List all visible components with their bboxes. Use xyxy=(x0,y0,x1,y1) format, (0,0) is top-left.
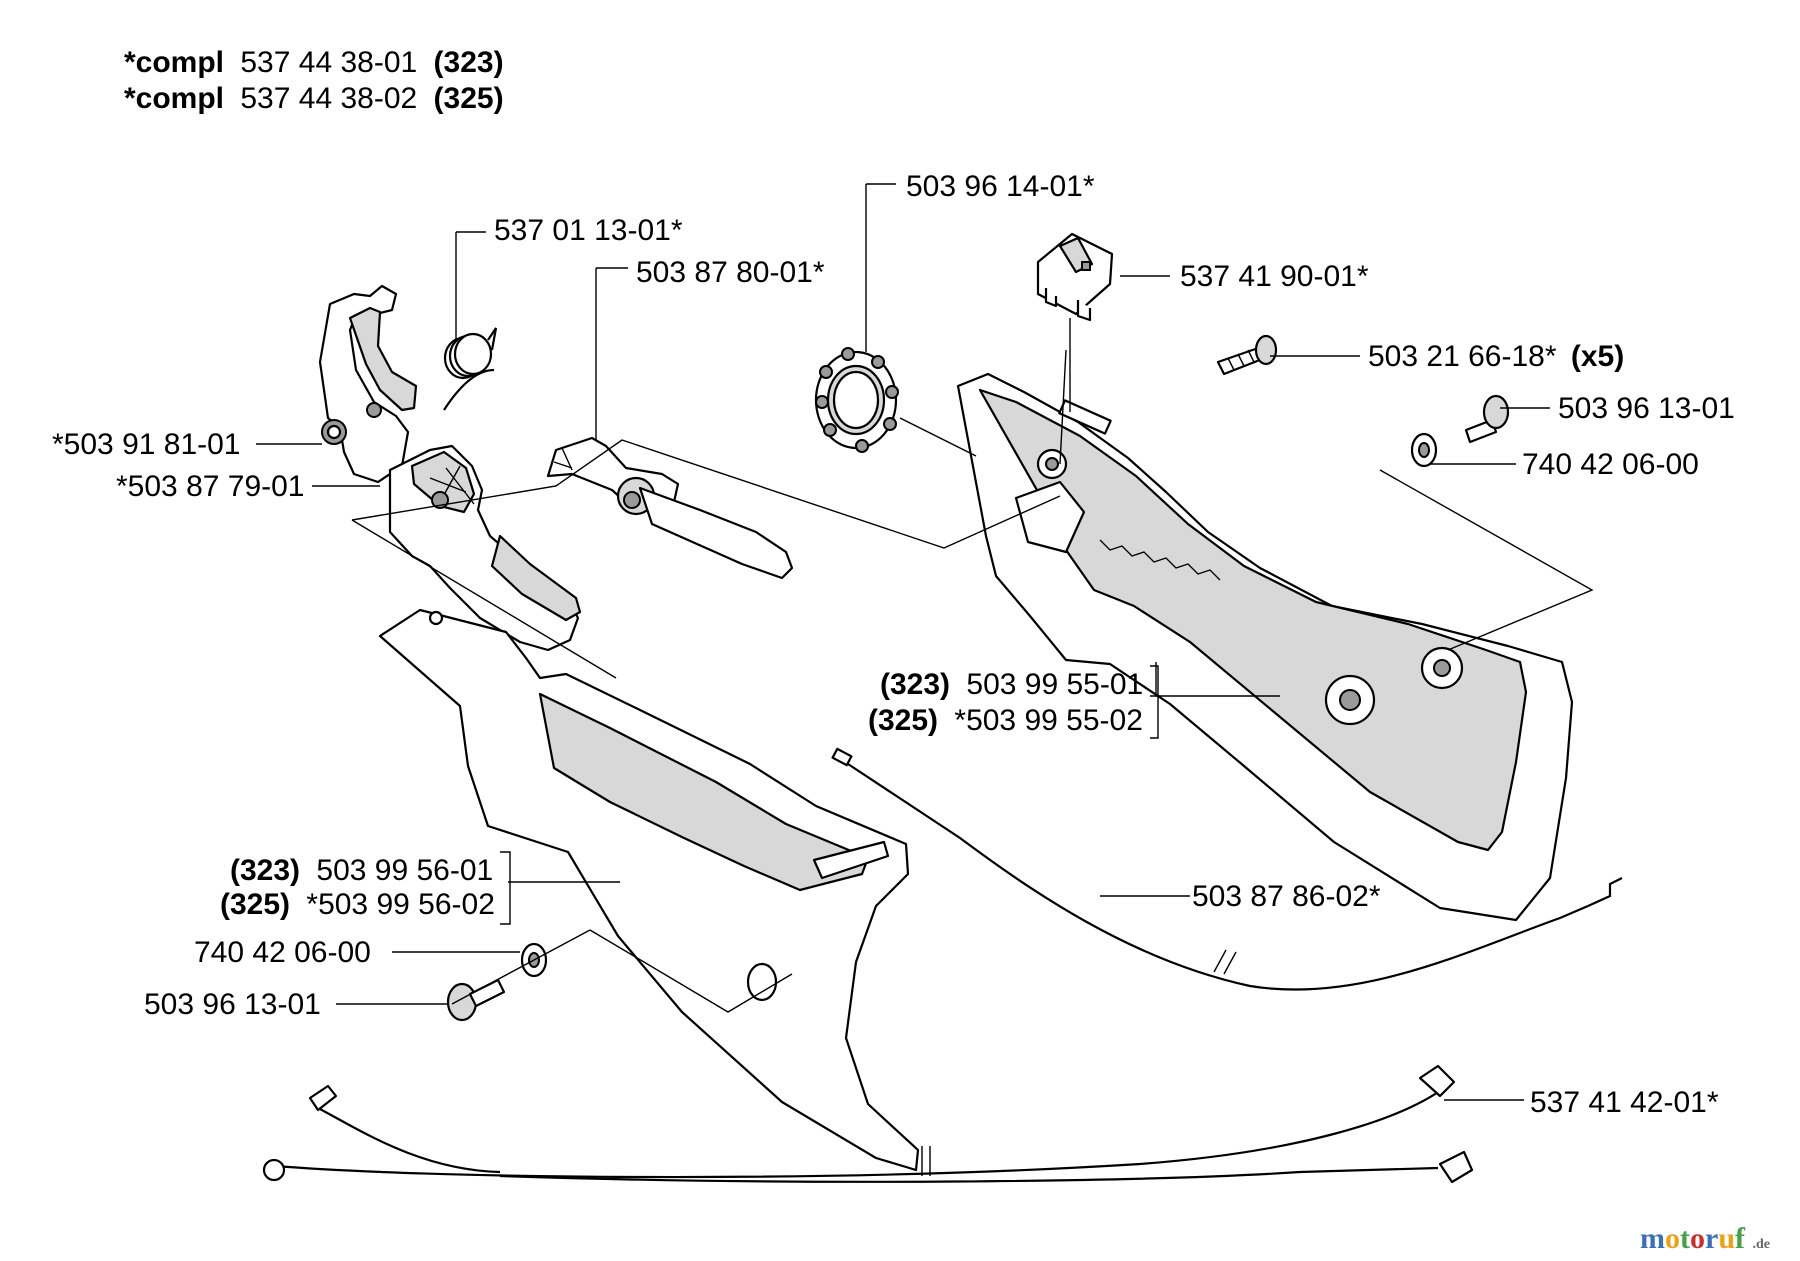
handle-left-half-part xyxy=(378,608,920,1172)
watermark-logo: motoruf .de xyxy=(1640,1222,1770,1255)
watermark-letter: f xyxy=(1735,1222,1746,1255)
svg-text:(323) 503 99 56-01: (323) 503 99 56-01 xyxy=(230,854,493,887)
label-handle-right-a: 503 99 55-01 xyxy=(966,668,1143,701)
throttle-lever-part xyxy=(546,436,794,580)
svg-text:(325) *503 99 56-02: (325) *503 99 56-02 xyxy=(220,888,495,921)
watermark-letter: t xyxy=(1680,1222,1690,1255)
wire-harness-part xyxy=(262,1064,1474,1184)
part-labels: 503 96 14-01* 537 01 13-01* 503 87 80-01… xyxy=(52,170,1735,1119)
label-handle-left-b: *503 99 56-02 xyxy=(306,888,495,921)
label-537-41-42-01: 537 41 42-01* xyxy=(1530,1086,1719,1119)
watermark-letter: r xyxy=(1705,1222,1718,1255)
label-503-87-86-02: 503 87 86-02* xyxy=(1192,880,1381,913)
label-503-21-66-18-qty: (x5) xyxy=(1571,340,1624,373)
damper-ring-part xyxy=(814,347,899,453)
label-537-41-90-01: 537 41 90-01* xyxy=(1180,260,1369,293)
label-740-42-06-00-top: 740 42 06-00 xyxy=(1522,448,1699,481)
header-1-model: (323) xyxy=(434,46,504,79)
svg-text:(323) 503 99 55-01: (323) 503 99 55-01 xyxy=(880,668,1143,701)
svg-text:(325) *503 99 55-02: (325) *503 99 55-02 xyxy=(868,704,1143,737)
label-handle-left-a: 503 99 56-01 xyxy=(316,854,493,887)
label-503-21-66-18: 503 21 66-18* xyxy=(1368,340,1557,373)
switch-part xyxy=(1036,232,1114,322)
throttle-lock-part xyxy=(318,284,418,484)
screw-bottom-part xyxy=(446,978,506,1022)
label-handle-right-b: *503 99 55-02 xyxy=(954,704,1143,737)
leader-lines xyxy=(256,183,1594,1101)
watermark-brand: motoruf xyxy=(1640,1222,1746,1255)
header-2-model: (325) xyxy=(434,82,504,115)
label-503-96-13-01-bottom: 503 96 13-01 xyxy=(144,988,321,1021)
label-handle-right-a-model: (323) xyxy=(880,668,950,701)
handle-right-half-part xyxy=(956,372,1574,922)
label-740-42-06-00-bottom: 740 42 06-00 xyxy=(194,936,371,969)
label-503-87-80-01: 503 87 80-01* xyxy=(636,256,825,289)
watermark-letter: o xyxy=(1665,1222,1680,1255)
label-503-87-79-01: *503 87 79-01 xyxy=(116,470,305,503)
svg-text:503 21 66-18* (x5): 503 21 66-18* (x5) xyxy=(1368,340,1624,373)
label-503-96-13-01-top: 503 96 13-01 xyxy=(1558,392,1735,425)
label-537-01-13-01: 537 01 13-01* xyxy=(494,214,683,247)
svg-text:*compl 537 44 38-02: *compl 537 44 38-02 (325) xyxy=(124,82,504,115)
throttle-cable-part xyxy=(831,747,1623,991)
header-2-number: 537 44 38-02 xyxy=(240,82,417,115)
label-brackets xyxy=(500,665,1159,925)
label-handle-left-a-model: (323) xyxy=(230,854,300,887)
watermark-letter: m xyxy=(1640,1222,1665,1255)
assembly-header: *compl 537 44 38-01 (323) *compl 537 44 … xyxy=(124,46,504,115)
header-1-number: 537 44 38-01 xyxy=(240,46,417,79)
watermark-letter: u xyxy=(1718,1222,1735,1255)
label-handle-right-b-model: (325) xyxy=(868,704,938,737)
screw-top-part xyxy=(1216,334,1278,376)
svg-text:*compl 537 44 38-01: *compl 537 44 38-01 (323) xyxy=(124,46,504,79)
spring-part xyxy=(443,327,498,411)
screw-right-part xyxy=(1410,394,1510,468)
label-503-91-81-01: *503 91 81-01 xyxy=(52,428,241,461)
label-handle-left-b-model: (325) xyxy=(220,888,290,921)
watermark-letter: o xyxy=(1690,1222,1705,1255)
label-503-96-14-01: 503 96 14-01* xyxy=(906,170,1095,203)
header-2-prefix: *compl xyxy=(124,82,224,115)
watermark-suffix: .de xyxy=(1753,1237,1771,1252)
throttle-trigger-part xyxy=(388,444,582,652)
header-1-prefix: *compl xyxy=(124,46,224,79)
